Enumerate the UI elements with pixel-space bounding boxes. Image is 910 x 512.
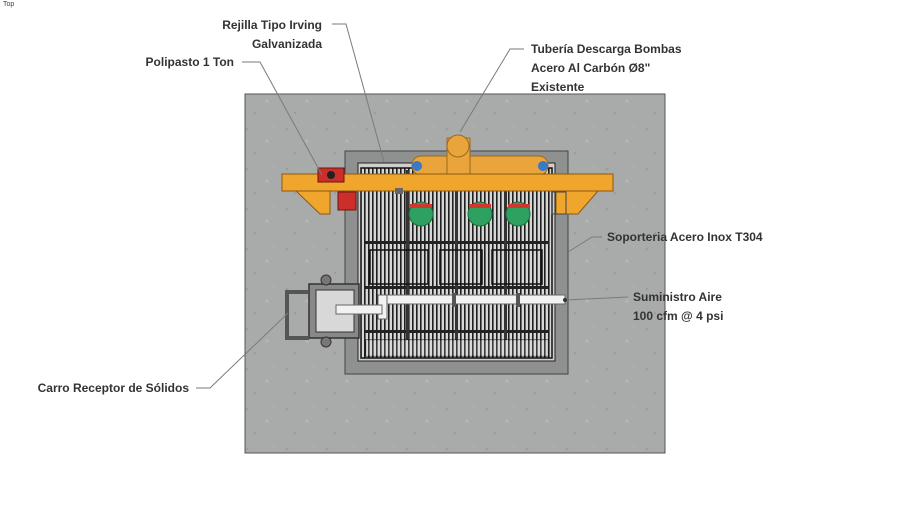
label-tuberia: Tubería Descarga Bombas Acero Al Carbón … <box>531 40 682 97</box>
leader-suministro <box>564 296 629 301</box>
steel-support-beam[interactable] <box>281 173 614 215</box>
label-suministro-line2: 100 cfm @ 4 psi <box>633 309 724 323</box>
label-tuberia-line2: Acero Al Carbón Ø8" <box>531 61 651 75</box>
leader-soporteria <box>567 236 602 253</box>
label-polipasto: Polipasto 1 Ton <box>145 55 234 69</box>
hoist-1-ton[interactable] <box>317 167 357 211</box>
view-name-label: Top <box>3 1 15 8</box>
label-tuberia-line1: Tubería Descarga Bombas <box>531 42 682 56</box>
label-soporteria: Soporteria Acero Inox T304 <box>607 230 763 244</box>
leader-carro <box>196 312 289 389</box>
label-carro: Carro Receptor de Sólidos <box>37 381 189 395</box>
label-rejilla-line1: Rejilla Tipo Irving <box>222 18 322 32</box>
leader-tuberia <box>459 48 524 133</box>
pump-2 <box>467 201 493 227</box>
label-suministro-line1: Suministro Aire <box>633 290 722 304</box>
pump-1 <box>408 201 434 227</box>
solids-receiver-cart[interactable] <box>285 274 383 348</box>
leader-lines <box>196 23 629 389</box>
irving-grating <box>360 167 553 359</box>
leader-polipasto <box>242 61 323 176</box>
leader-rejilla <box>332 23 385 163</box>
discharge-pipe <box>411 134 549 176</box>
label-suministro: Suministro Aire 100 cfm @ 4 psi <box>633 288 723 326</box>
label-tuberia-line3: Existente <box>531 80 585 94</box>
label-rejilla: Rejilla Tipo Irving Galvanizada <box>170 16 322 54</box>
pump-3 <box>505 201 531 227</box>
air-pipe-end-marker <box>563 298 567 302</box>
label-rejilla-line2: Galvanizada <box>251 37 322 51</box>
